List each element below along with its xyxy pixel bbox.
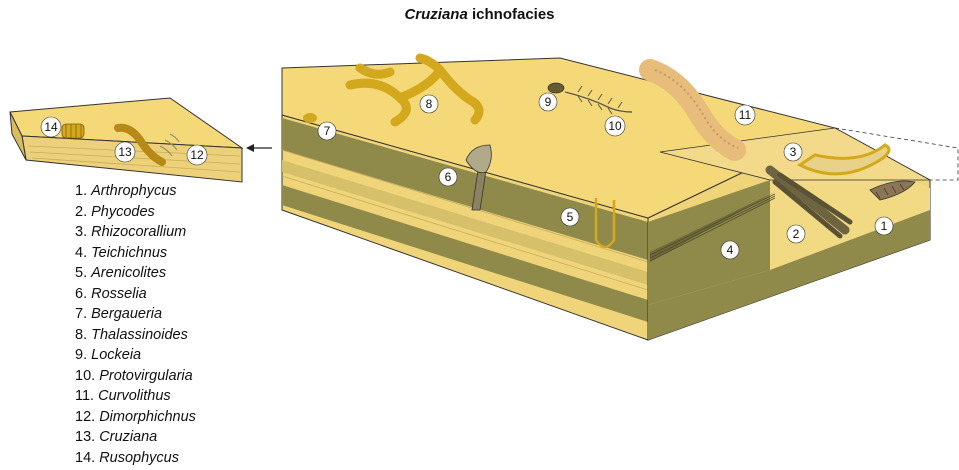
svg-text:11: 11 bbox=[739, 108, 752, 122]
marker-12: 12 bbox=[187, 145, 207, 165]
inset-block bbox=[10, 98, 242, 182]
main-block bbox=[282, 58, 958, 340]
svg-text:6: 6 bbox=[445, 170, 452, 184]
svg-text:3: 3 bbox=[790, 145, 797, 159]
marker-8: 8 bbox=[420, 95, 438, 113]
marker-5: 5 bbox=[561, 208, 579, 226]
marker-7: 7 bbox=[318, 122, 336, 140]
marker-3: 3 bbox=[784, 143, 802, 161]
legend-item: 10. Protovirgularia bbox=[75, 366, 196, 387]
svg-text:12: 12 bbox=[190, 148, 204, 162]
svg-text:14: 14 bbox=[44, 120, 58, 134]
legend-item: 5. Arenicolites bbox=[75, 263, 196, 284]
svg-text:2: 2 bbox=[793, 227, 800, 241]
svg-text:8: 8 bbox=[426, 97, 433, 111]
svg-text:5: 5 bbox=[567, 210, 574, 224]
legend-item: 12. Dimorphichnus bbox=[75, 407, 196, 428]
marker-14: 14 bbox=[41, 117, 61, 137]
bergaueria-trace bbox=[303, 113, 317, 123]
inset-pointer-arrow bbox=[246, 144, 272, 152]
legend-item: 6. Rosselia bbox=[75, 284, 196, 305]
svg-text:1: 1 bbox=[881, 219, 888, 233]
legend-item: 14. Rusophycus bbox=[75, 448, 196, 469]
legend-item: 9. Lockeia bbox=[75, 345, 196, 366]
svg-text:13: 13 bbox=[118, 145, 132, 159]
marker-13: 13 bbox=[115, 142, 135, 162]
legend-item: 1. Arthrophycus bbox=[75, 181, 196, 202]
svg-text:9: 9 bbox=[545, 95, 552, 109]
legend-item: 2. Phycodes bbox=[75, 202, 196, 223]
marker-11: 11 bbox=[735, 105, 755, 125]
marker-2: 2 bbox=[787, 225, 805, 243]
svg-text:4: 4 bbox=[727, 243, 734, 257]
legend-item: 7. Bergaueria bbox=[75, 304, 196, 325]
lockeia-trace bbox=[548, 83, 564, 93]
marker-9: 9 bbox=[539, 93, 557, 111]
svg-text:7: 7 bbox=[324, 124, 331, 138]
marker-6: 6 bbox=[439, 168, 457, 186]
rusophycus-trace bbox=[62, 124, 84, 138]
legend-item: 3. Rhizocorallium bbox=[75, 222, 196, 243]
svg-text:10: 10 bbox=[608, 119, 622, 133]
legend-item: 8. Thalassinoides bbox=[75, 325, 196, 346]
marker-10: 10 bbox=[605, 116, 625, 136]
legend-item: 4. Teichichnus bbox=[75, 243, 196, 264]
legend-item: 13. Cruziana bbox=[75, 427, 196, 448]
marker-1: 1 bbox=[875, 217, 893, 235]
marker-4: 4 bbox=[721, 241, 739, 259]
legend-item: 11. Curvolithus bbox=[75, 386, 196, 407]
trace-fossil-legend: 1. Arthrophycus 2. Phycodes 3. Rhizocora… bbox=[75, 181, 196, 468]
